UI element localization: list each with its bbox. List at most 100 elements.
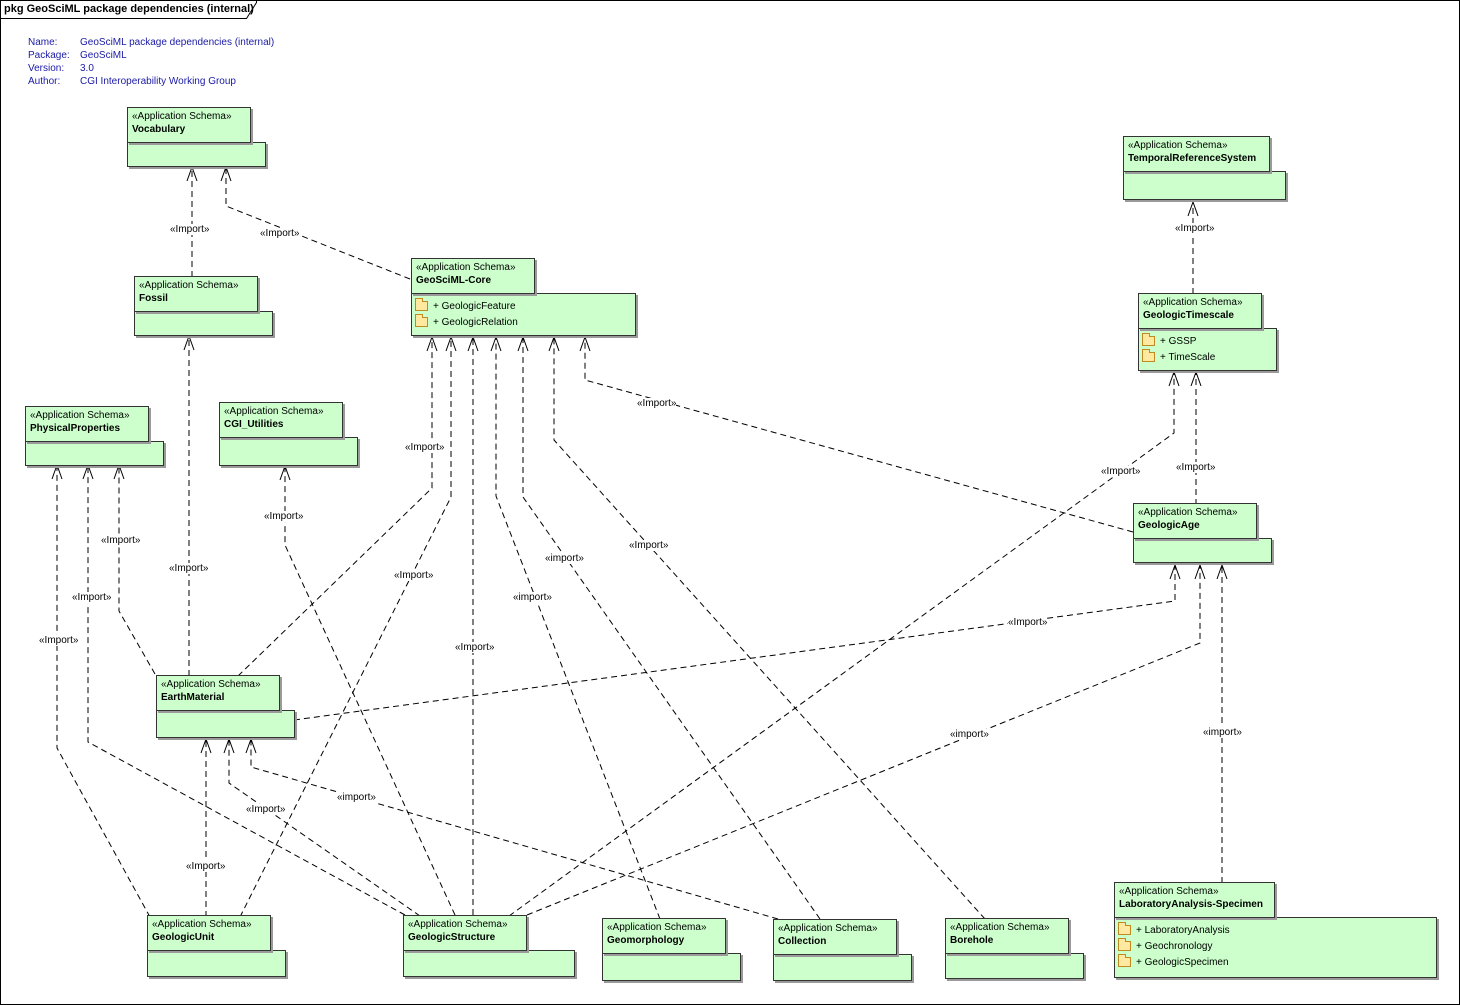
package-name: GeoSciML-Core [416,275,492,286]
package-item-label: + TimeScale [1160,351,1216,363]
diagram-metadata: Name: GeoSciML package dependencies (int… [28,36,328,91]
dep-line-structure-age [526,565,1201,916]
package-item-label: + GeologicRelation [433,316,518,328]
arrowhead [445,335,457,352]
dep-label-earth-material-physprops: «Import» [101,535,141,546]
package-stereotype: «Application Schema» [408,919,508,930]
folder-icon [415,298,428,311]
dep-label-core-vocabulary: «Import» [260,228,300,239]
package-name: LaboratoryAnalysis-Specimen [1119,899,1263,910]
package-stereotype: «Application Schema» [1119,886,1219,897]
dep-label-age-timescale: «Import» [1176,462,1216,473]
dep-label-collection-earth-material: «import» [337,792,376,803]
folder-icon [1118,922,1131,935]
package-body [147,950,286,977]
diagram-title: pkg GeoSciML package dependencies (inter… [4,3,254,15]
package-name: GeologicStructure [408,932,496,943]
package-tab: «Application Schema» CGI_Utilities [219,402,343,438]
dep-line-earth-material-age [293,565,1176,721]
dep-line-unit-physprops [56,465,151,918]
package-stereotype: «Application Schema» [607,922,707,933]
package-body [156,710,295,738]
package-item-label: + Geochronology [1136,940,1213,952]
dep-line-earth-material-physprops [118,465,156,675]
package-item[interactable]: + GeologicRelation [415,314,518,330]
package-body [25,441,164,466]
dep-label-borehole-core: «Import» [629,540,669,551]
package-stereotype: «Application Schema» [152,919,252,930]
meta-value-package: GeoSciML [80,50,127,61]
arrowhead [186,165,198,182]
package-item-label: + GSSP [1160,335,1197,347]
meta-value-author: CGI Interoperability Working Group [80,76,236,87]
arrowhead [1190,370,1202,387]
dep-label-structure-timescale: «Import» [1101,466,1141,477]
package-stereotype: «Application Schema» [950,922,1050,933]
package-tab: «Application Schema» TemporalReferenceSy… [1123,136,1270,172]
package-tab: «Application Schema» PhysicalProperties [25,406,149,442]
dep-line-core-vocabulary [225,167,411,280]
package-stereotype: «Application Schema» [224,406,324,417]
package-item[interactable]: + GeologicFeature [415,298,518,314]
dep-line-earth-material-core [237,337,433,677]
package-body [602,953,741,981]
package-stereotype: «Application Schema» [161,679,261,690]
package-stereotype: «Application Schema» [132,111,232,122]
dep-line-unit-core [239,337,452,918]
arrowhead [1169,563,1181,580]
arrowhead [579,335,591,352]
arrowhead [245,737,257,754]
dep-label-geomorphology-core: «import» [513,592,552,603]
package-stereotype: «Application Schema» [139,280,239,291]
dep-label-structure-cgi: «Import» [264,511,304,522]
package-tab: «Application Schema» EarthMaterial [156,675,280,711]
dep-label-structure-earth-material: «Import» [246,804,286,815]
folder-icon [1142,349,1155,362]
package-body [403,950,575,977]
arrowhead [200,737,212,754]
dep-line-geomorphology-core [495,337,661,920]
arrowhead [1168,370,1180,387]
package-tab: «Application Schema» LaboratoryAnalysis-… [1114,882,1275,918]
dep-line-borehole-core [553,337,986,920]
package-item[interactable]: + TimeScale [1142,349,1215,365]
arrowhead [548,335,560,352]
dep-label-age-core: «Import» [637,398,677,409]
meta-value-name: GeoSciML package dependencies (internal) [80,37,275,48]
package-item[interactable]: + GeologicSpecimen [1118,954,1230,970]
package-item[interactable]: + Geochronology [1118,938,1230,954]
dep-line-structure-earth-material [228,739,421,917]
arrowhead [183,334,195,351]
meta-key-author: Author: [28,76,61,87]
package-body [1123,171,1286,200]
package-name: EarthMaterial [161,692,225,703]
package-tab: «Application Schema» Geomorphology [602,918,726,954]
dep-line-structure-physprops [87,465,406,916]
package-stereotype: «Application Schema» [416,262,516,273]
folder-icon [415,314,428,327]
meta-key-version: Version: [28,63,65,74]
package-body: + LaboratoryAnalysis + Geochronology + G… [1114,917,1437,978]
package-name: GeologicTimescale [1143,310,1234,321]
arrowhead [490,335,502,352]
arrowhead [220,165,232,182]
arrowhead [517,335,529,352]
package-stereotype: «Application Schema» [778,923,878,934]
arrowhead [279,464,291,481]
package-item-label: + GeologicFeature [433,300,516,312]
dep-label-collection-core: «import» [545,553,584,564]
dep-line-structure-timescale [508,372,1175,917]
arrowhead [426,335,438,352]
package-item[interactable]: + LaboratoryAnalysis [1118,922,1230,938]
package-item[interactable]: + GSSP [1142,333,1215,349]
dep-label-timescale-trs: «Import» [1175,223,1215,234]
package-name: Borehole [950,935,994,946]
dep-label-earth-material-age: «Import» [1008,617,1048,628]
arrowhead [1187,200,1199,217]
dep-label-unit-physprops: «Import» [39,635,79,646]
package-item-label: + GeologicSpecimen [1136,956,1229,968]
package-stereotype: «Application Schema» [1143,297,1243,308]
package-name: Geomorphology [607,935,685,946]
dep-label-earth-material-fossil: «Import» [169,563,209,574]
